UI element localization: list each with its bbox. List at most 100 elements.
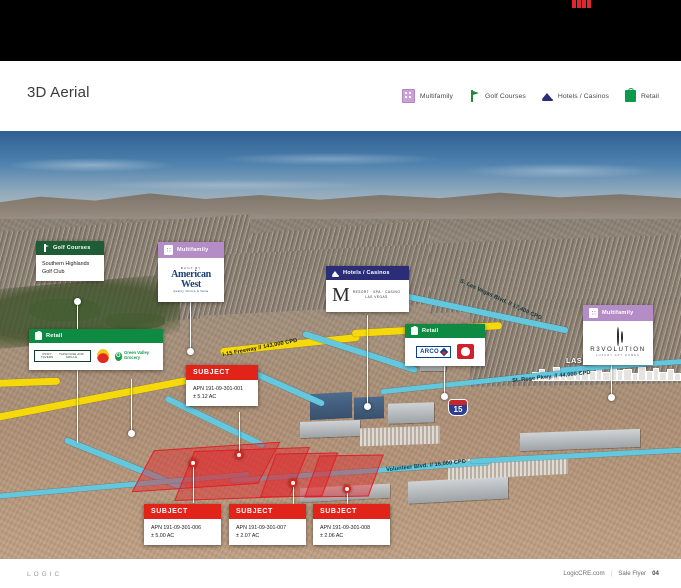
logo-name: PKWY TAVERN	[40, 351, 54, 359]
interstate-15-shield-icon: 15	[448, 399, 468, 416]
logo-row: PKWY TAVERN TAPHOUSE AND GRILLE G Green …	[34, 349, 158, 363]
leader-line-subject	[293, 483, 295, 509]
golf-course-turf	[30, 299, 100, 321]
hotel-casino-icon	[541, 90, 553, 102]
green-valley-grocery-logo: G Green Valley Grocery	[114, 350, 158, 361]
legend-item-hotels-casinos: Hotels / Casinos	[541, 90, 610, 102]
map-pin-subject	[189, 459, 197, 467]
subject-card-001[interactable]: SUBJECT APN 191-09-301-001 ± 5.12 AC	[186, 365, 258, 407]
callout-category: Retail	[422, 328, 439, 334]
callout-header: Multifamily	[583, 305, 653, 321]
subject-apn: APN 191-09-301-001	[193, 386, 244, 392]
subject-acres: ± 2.07 AC	[236, 533, 260, 540]
subject-title: SUBJECT	[229, 504, 306, 519]
logo-mark: G	[114, 351, 122, 361]
callout-golf-courses[interactable]: Golf Courses Southern Highlands Golf Clu…	[36, 241, 104, 282]
logo-line2: LAS VEGAS	[365, 295, 388, 299]
legend-label: Hotels / Casinos	[557, 92, 610, 100]
building	[388, 402, 434, 424]
logo-name: R3VOLUTION	[590, 346, 646, 353]
logo-sub: TAPHOUSE AND GRILLE	[59, 351, 84, 359]
callout-line: Southern Highlands	[42, 261, 90, 267]
subject-body: APN 191-09-301-008 ± 2.06 AC	[313, 519, 390, 545]
callout-header: Retail	[29, 329, 163, 343]
page-title: 3D Aerial	[27, 84, 90, 101]
m-resort-logo: M RESORT · SPA · CASINO LAS VEGAS	[332, 284, 403, 306]
callout-multifamily-revolution[interactable]: Multifamily R3VOLUTION LUXURY APT HOMES	[583, 305, 653, 365]
callout-body: M RESORT · SPA · CASINO LAS VEGAS	[326, 280, 409, 312]
header	[0, 61, 681, 131]
leader-line-subject	[239, 412, 241, 455]
subject-apn: APN 191-09-301-007	[236, 525, 287, 531]
callout-retail-east[interactable]: Retail ARCO	[405, 324, 485, 366]
logo-name: Green Valley Grocery	[123, 350, 150, 360]
callout-category: Multifamily	[602, 310, 634, 316]
leader-line	[190, 281, 192, 351]
multifamily-icon	[401, 89, 415, 103]
leader-line	[367, 315, 369, 407]
retail-bag-icon	[411, 325, 418, 335]
pkwy-tavern-logo: PKWY TAVERN TAPHOUSE AND GRILLE	[34, 349, 91, 363]
leader-line	[77, 301, 79, 443]
arco-logo: ARCO	[416, 345, 451, 358]
retail-bag-icon	[625, 87, 637, 102]
map-pin	[364, 403, 371, 410]
map-pin-subject	[343, 485, 351, 493]
parking-lot	[360, 425, 440, 447]
subject-acres: ± 5.00 AC	[151, 533, 175, 540]
legend-item-retail: Retail	[625, 87, 659, 102]
subject-card-006[interactable]: SUBJECT APN 191-09-301-006 ± 5.00 AC	[144, 504, 221, 546]
callout-hotels-casinos-m-resort[interactable]: Hotels / Casinos M RESORT · SPA · CASINO…	[326, 266, 409, 312]
map-pin	[608, 394, 615, 401]
legend-label: Golf Courses	[485, 92, 526, 100]
retail-bag-icon	[35, 330, 42, 340]
map-pin	[74, 298, 81, 305]
aerial-map: LAS VEGAS STRIP I-15 Freeway	[0, 131, 681, 559]
subject-title: SUBJECT	[186, 365, 258, 380]
callout-header: Multifamily	[158, 242, 224, 258]
logo-name: American West	[171, 269, 211, 290]
golf-flag-icon	[42, 244, 49, 252]
jack-in-the-box-logo	[456, 344, 474, 359]
subject-apn: APN 191-09-301-008	[320, 525, 371, 531]
legend-item-multifamily: Multifamily	[401, 89, 453, 103]
building	[310, 391, 352, 421]
logo-sub: LUXURY APT HOMES	[596, 354, 640, 357]
footer-website: LogicCRE.com	[563, 570, 605, 577]
map-pin	[187, 348, 194, 355]
subject-title: SUBJECT	[144, 504, 221, 519]
callout-body: PKWY TAVERN TAPHOUSE AND GRILLE G Green …	[29, 343, 163, 370]
map-pin-subject	[289, 479, 297, 487]
callout-retail-west[interactable]: Retail PKWY TAVERN TAPHOUSE AND GRILLE G…	[29, 329, 163, 370]
logo-top: BUILT BY	[180, 266, 202, 270]
logo-mark: M	[332, 284, 350, 306]
hotel-casino-icon	[332, 269, 339, 277]
subject-card-008[interactable]: SUBJECT APN 191-09-301-008 ± 2.06 AC	[313, 504, 390, 546]
callout-line: Golf Club	[42, 269, 65, 276]
leader-line	[444, 344, 446, 398]
callout-category: Multifamily	[177, 247, 209, 253]
footer-page-number: 04	[652, 570, 659, 577]
arco-diamond-icon	[439, 347, 449, 356]
subject-acres: ± 5.12 AC	[193, 394, 217, 401]
clouds	[0, 149, 681, 197]
building	[300, 419, 360, 439]
logo-sub: Quality Choice & Value	[173, 290, 209, 293]
leader-line-subject	[193, 463, 195, 503]
callout-body: Southern Highlands Golf Club	[36, 255, 104, 282]
callout-multifamily-american-west[interactable]: Multifamily BUILT BY American West Quali…	[158, 242, 224, 302]
top-band	[0, 0, 681, 61]
map-pin-subject	[235, 451, 243, 459]
multifamily-icon	[589, 308, 598, 318]
interstate-number: 15	[453, 404, 463, 414]
subject-body: APN 191-09-301-001 ± 5.12 AC	[186, 380, 258, 406]
multifamily-icon	[164, 245, 173, 255]
american-west-logo: BUILT BY American West Quality Choice & …	[162, 266, 220, 293]
legend-label: Retail	[641, 92, 659, 100]
logo-row: ARCO	[410, 344, 480, 359]
subject-card-007[interactable]: SUBJECT APN 191-09-301-007 ± 2.07 AC	[229, 504, 306, 546]
callout-header: Retail	[405, 324, 485, 338]
callout-body: ARCO	[405, 338, 485, 366]
logo-name: ARCO	[420, 348, 439, 355]
callout-body: BUILT BY American West Quality Choice & …	[158, 258, 224, 302]
